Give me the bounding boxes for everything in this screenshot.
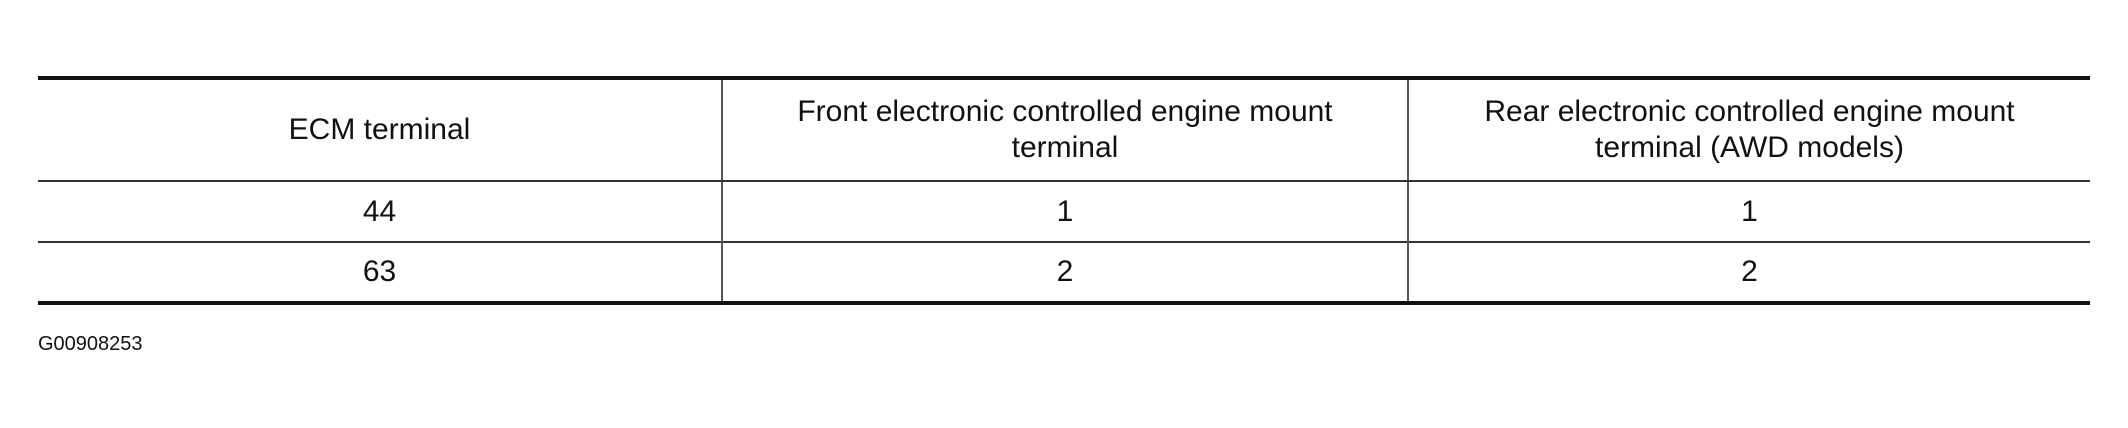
cell-rear-mount-terminal: 2 [1407, 241, 2090, 303]
terminal-connection-table: ECM terminal Front electronic controlled… [38, 76, 2090, 305]
table-header: ECM terminal Front electronic controlled… [38, 78, 2090, 182]
header-ecm-terminal: ECM terminal [38, 78, 722, 182]
header-rear-mount-terminal: Rear electronic controlled engine mount … [1407, 78, 2090, 182]
table-row: 63 2 2 [38, 241, 2090, 303]
cell-front-mount-terminal: 2 [721, 241, 1408, 303]
header-front-mount-terminal: Front electronic controlled engine mount… [721, 78, 1408, 182]
cell-rear-mount-terminal: 1 [1407, 181, 2090, 242]
table-header-row: ECM terminal Front electronic controlled… [38, 78, 2090, 182]
table-row: 44 1 1 [38, 181, 2090, 242]
figure-id-label: G00908253 [38, 333, 143, 355]
cell-ecm-terminal: 44 [362, 194, 397, 228]
cell-ecm-terminal: 63 [38, 241, 722, 303]
cell-front-mount-terminal: 1 [721, 181, 1408, 242]
table-body: 44 1 1 63 2 2 [38, 181, 2090, 303]
